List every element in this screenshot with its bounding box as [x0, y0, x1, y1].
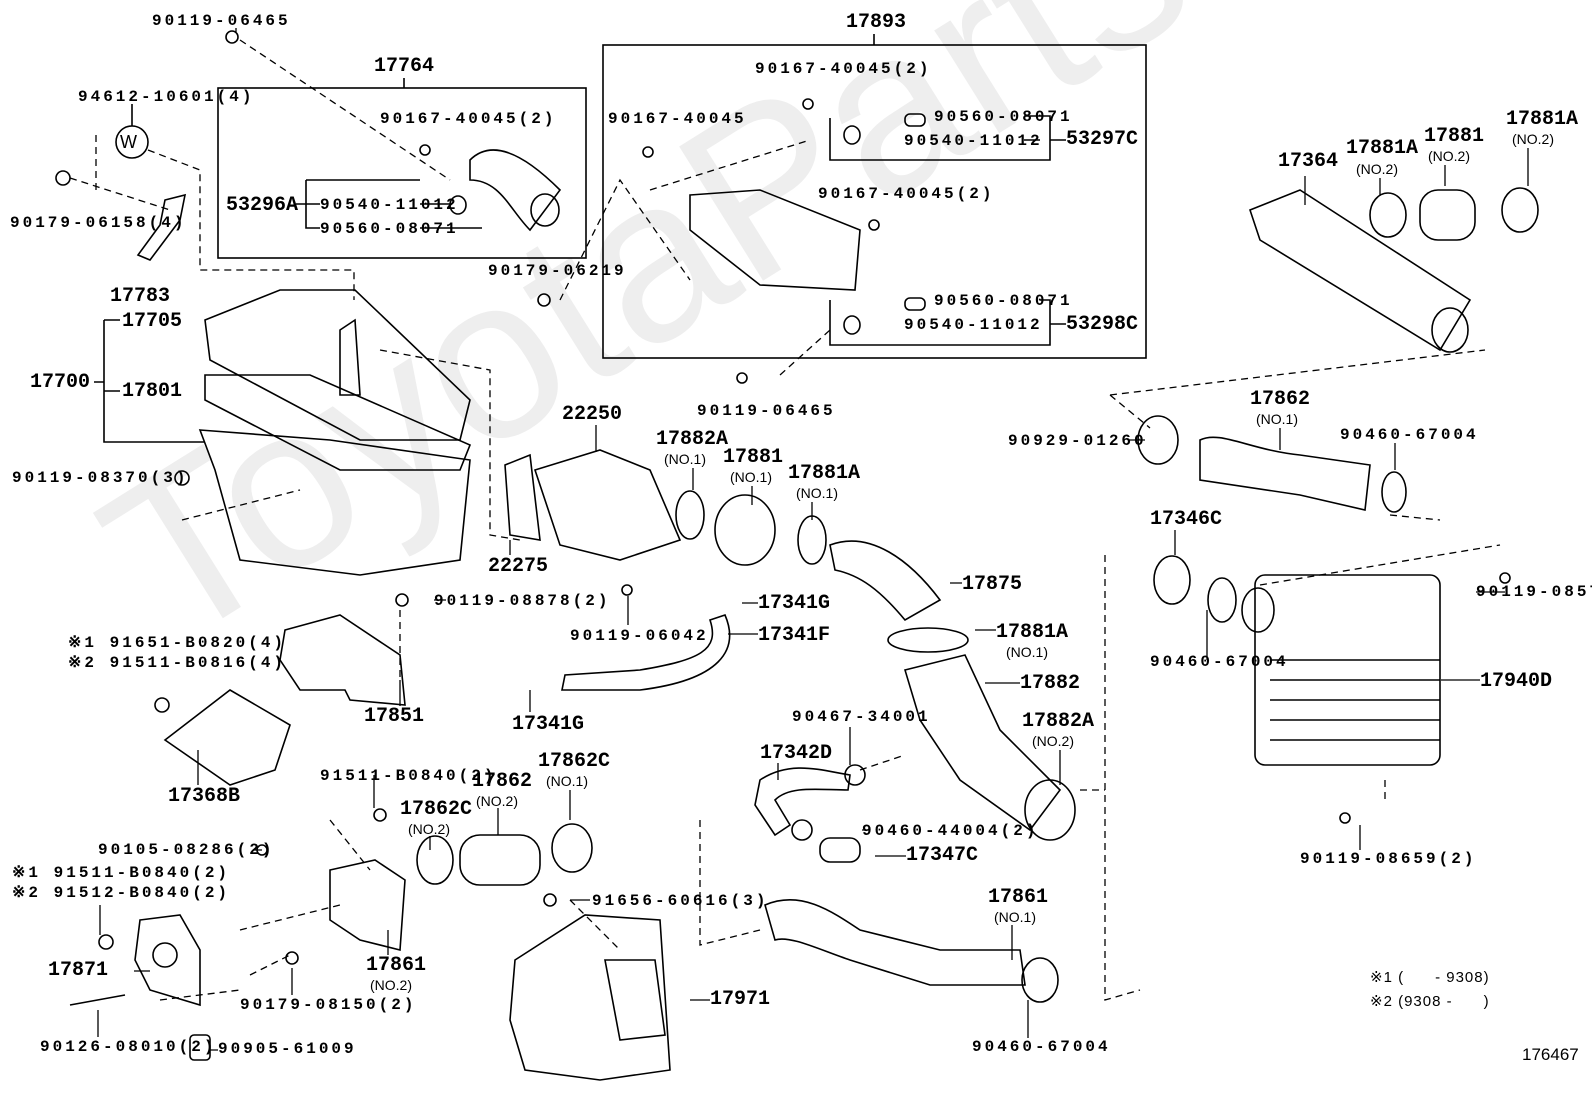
part-label: 90540-11012: [904, 316, 1043, 334]
part-label: 90460-67004: [1340, 426, 1479, 444]
part-label: 17881A: [788, 462, 861, 485]
part-label: 17881A: [996, 621, 1069, 644]
part-label: 90119-06465: [697, 402, 836, 420]
part-label: 90119-06042: [570, 627, 709, 645]
part-sublabel: (NO.2): [476, 793, 518, 809]
part-label: 17882: [1020, 672, 1081, 695]
part-label: 17347C: [906, 844, 979, 867]
part-label: 90167-40045(2): [818, 185, 995, 203]
part-label: 90540-11012: [904, 132, 1043, 150]
part-label: 17342D: [760, 742, 833, 765]
part-label: 90167-40045(2): [380, 110, 557, 128]
part-label: 17801: [122, 380, 183, 403]
part-label: 17368B: [168, 785, 241, 808]
part-label: 17882A: [1022, 710, 1095, 733]
part-label: 53298C: [1066, 313, 1139, 336]
part-label: 17862: [472, 770, 533, 793]
part-label: 17341G: [758, 592, 831, 615]
part-label: 91511-B0840(2): [320, 767, 497, 785]
part-label: 90460-44004(2): [862, 822, 1039, 840]
part-label: 90179-06219: [488, 262, 627, 280]
part-label: 90119-08659(2): [1300, 850, 1477, 868]
w-callout: W: [120, 132, 137, 152]
part-label: 17881A: [1346, 137, 1419, 160]
part-label: 90540-11012: [320, 196, 459, 214]
part-label: 17346C: [1150, 508, 1223, 531]
part-label: ※1 91651-B0820(4): [68, 634, 287, 652]
part-label: 17862: [1250, 388, 1311, 411]
part-label: 90905-61009: [218, 1040, 357, 1058]
part-label: 17764: [374, 55, 435, 78]
part-sublabel: (NO.2): [408, 821, 450, 837]
part-label: 17705: [122, 310, 183, 333]
part-label: 90929-01260: [1008, 432, 1147, 450]
part-label: ※2 91512-B0840(2): [12, 884, 231, 902]
part-label: 17700: [30, 371, 91, 394]
part-label: 90167-40045(2): [755, 60, 932, 78]
part-sublabel: (NO.1): [730, 469, 772, 485]
air-cleaner-shape: [198, 289, 472, 576]
part-label: ※1 91511-B0840(2): [12, 864, 231, 882]
part-label: 90119-08575: [1476, 583, 1592, 601]
part-label: 90119-06465: [152, 12, 291, 30]
part-label: 17881A: [1506, 108, 1579, 131]
note-2: ※2 (9308 - ): [1370, 993, 1490, 1010]
part-label: 17861: [366, 954, 427, 977]
part-label: 17861: [988, 886, 1049, 909]
part-label: 90119-08878(2): [434, 592, 611, 610]
part-label: 17783: [110, 285, 171, 308]
part-label: ※2 91511-B0816(4): [68, 654, 287, 672]
diagram-number: 176467: [1522, 1045, 1579, 1064]
part-sublabel: (NO.2): [1512, 131, 1554, 147]
note-1: ※1 ( - 9308): [1370, 969, 1490, 986]
part-label: 17871: [48, 959, 109, 982]
part-label: 90105-08286(2): [98, 841, 275, 859]
part-sublabel: (NO.1): [1256, 411, 1298, 427]
part-sublabel: (NO.1): [994, 909, 1036, 925]
part-label: 17875: [962, 573, 1023, 596]
part-label: 90179-08150(2): [240, 996, 417, 1014]
part-label: 90179-06158(4): [10, 214, 187, 232]
part-label: 22275: [488, 555, 549, 578]
part-label: 90126-08010(2): [40, 1038, 217, 1056]
part-label: 90467-34001: [792, 708, 931, 726]
part-label: 90167-40045: [608, 110, 747, 128]
part-label: 17341F: [758, 624, 831, 647]
part-label: 17862C: [538, 750, 611, 773]
part-label: 90560-08071: [320, 220, 459, 238]
part-label: 90119-08370(3): [12, 469, 189, 487]
part-label: 17341G: [512, 713, 585, 736]
assembly-box-17764: [217, 87, 587, 259]
part-label: 17971: [710, 988, 771, 1011]
part-sublabel: (NO.2): [370, 977, 412, 993]
part-label: 53297C: [1066, 128, 1139, 151]
part-label: 17364: [1278, 150, 1339, 173]
part-sublabel: (NO.2): [1428, 148, 1470, 164]
part-label: 91656-60616(3): [592, 892, 769, 910]
part-label: 17862C: [400, 798, 473, 821]
part-sublabel: (NO.1): [664, 451, 706, 467]
part-label: 90560-08071: [934, 292, 1073, 310]
part-label: 22250: [562, 403, 623, 426]
part-sublabel: (NO.2): [1032, 733, 1074, 749]
part-label: 17881: [1424, 125, 1485, 148]
part-sublabel: (NO.1): [546, 773, 588, 789]
intercooler-shape: [1254, 574, 1441, 766]
part-sublabel: (NO.2): [1356, 161, 1398, 177]
part-label: 17882A: [656, 428, 729, 451]
part-label: 17851: [364, 705, 425, 728]
part-label: 90560-08071: [934, 108, 1073, 126]
part-label: 53296A: [226, 194, 299, 217]
part-label: 94612-10601(4): [78, 88, 255, 106]
part-label: 90460-67004: [1150, 653, 1289, 671]
part-label: 17893: [846, 11, 907, 34]
part-sublabel: (NO.1): [796, 485, 838, 501]
part-label: 17881: [723, 446, 784, 469]
bolt-shapes: [55, 30, 1511, 965]
part-sublabel: (NO.1): [1006, 644, 1048, 660]
part-label: 17940D: [1480, 670, 1553, 693]
part-label: 90460-67004: [972, 1038, 1111, 1056]
